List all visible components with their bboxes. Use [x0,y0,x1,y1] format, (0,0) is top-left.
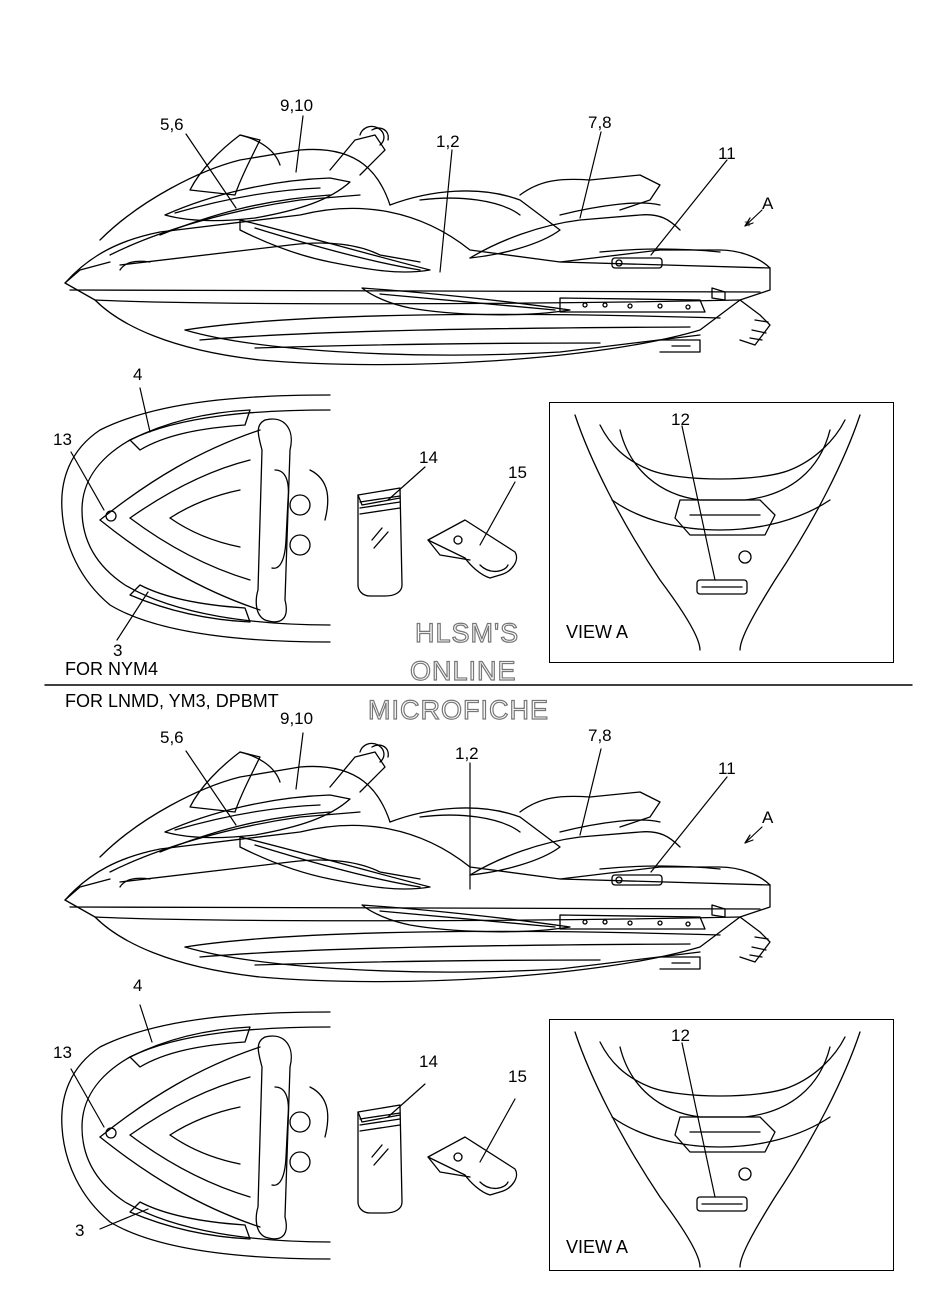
watermark-line-2: ONLINE [409,656,517,686]
callout-a-top: A [762,194,774,213]
item-15-top [427,519,518,579]
bow-top-view-top [61,394,331,643]
callout-4-top: 4 [133,365,143,384]
callout-14-bottom: 14 [419,1052,438,1071]
callout-11-top: 11 [718,144,736,163]
caption-bottom: FOR LNMD, YM3, DPBMT [65,691,279,711]
callout-13-top: 13 [53,430,72,449]
watermark-line-3: MICROFICHE [367,695,549,725]
side-view-top [64,125,771,366]
callout-1-2-top: 1,2 [436,132,460,151]
callout-a-bottom: A [762,808,774,827]
callout-1-2-bottom: 1,2 [455,744,479,763]
callout-14-top: 14 [419,448,438,467]
callout-15-bottom: 15 [508,1067,527,1086]
caption-top: FOR NYM4 [65,659,159,679]
callout-13-bottom: 13 [53,1043,72,1062]
callout-9-10-bottom: 9,10 [280,709,314,728]
callout-4-bottom: 4 [133,976,143,995]
callout-11-bottom: 11 [718,759,736,778]
callout-5-6-top: 5,6 [160,115,184,134]
view-a-label-bottom: VIEW A [566,1237,629,1257]
watermark-line-1: HLSM'S [414,618,520,648]
callout-12-bottom: 12 [671,1026,690,1045]
item-14-bottom [357,1104,403,1214]
callout-12-top: 12 [671,410,690,429]
view-a-frame-bottom [549,1019,894,1271]
side-view-bottom [64,742,771,983]
item-14-top [357,487,403,597]
callout-3-top: 3 [113,641,123,660]
leader-lines-top [70,115,763,641]
view-a-label-top: VIEW A [566,622,629,642]
view-a-frame-top [549,402,894,663]
callout-5-6-bottom: 5,6 [160,728,184,747]
callout-15-top: 15 [508,463,527,482]
callout-9-10-top: 9,10 [280,96,314,115]
callout-7-8-top: 7,8 [588,113,612,132]
callout-7-8-bottom: 7,8 [588,726,612,745]
callout-3-bottom: 3 [75,1221,85,1240]
bow-top-view-bottom [61,1011,331,1260]
leader-lines-bottom [70,732,763,1230]
item-15-bottom [427,1136,518,1196]
